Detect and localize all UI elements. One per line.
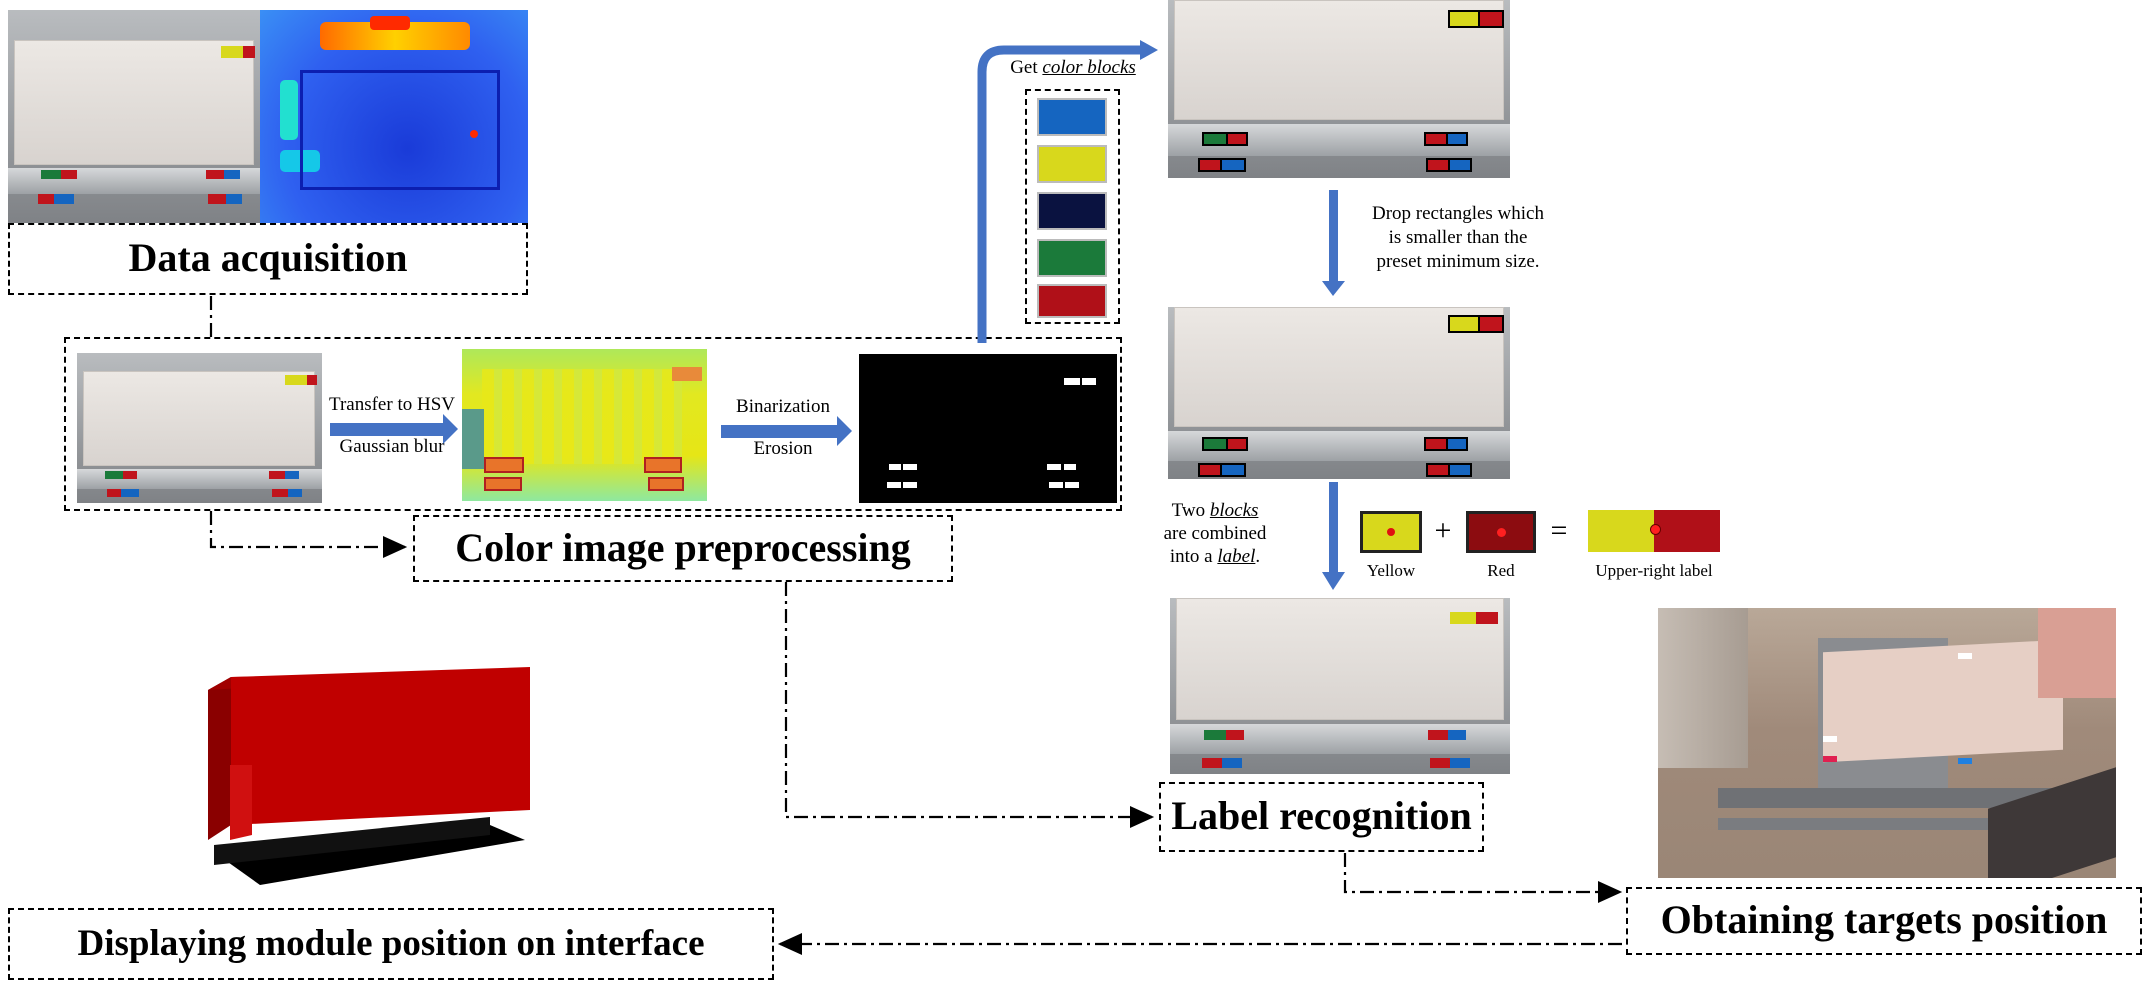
yellow-block xyxy=(1037,145,1107,183)
data-acquisition-box xyxy=(8,223,528,295)
photo-color-blocks-detected xyxy=(1168,0,1510,178)
equals-sign: = xyxy=(1550,514,1568,547)
step-gaussian-blur: Gaussian blur xyxy=(339,436,445,457)
targets-position-box xyxy=(1626,887,2142,955)
connector-stage-to-preproc xyxy=(209,511,408,558)
red-block-sample xyxy=(1466,511,1536,553)
color-preprocessing-box xyxy=(413,515,953,582)
hsv-image xyxy=(462,349,707,501)
photo-filtered-rectangles xyxy=(1168,307,1510,479)
step-erosion: Erosion xyxy=(753,438,813,459)
displaying-box xyxy=(8,908,774,980)
data-acquisition-title: Data acquisition xyxy=(128,235,408,280)
red-caption: Red xyxy=(1487,561,1515,580)
navy-block xyxy=(1037,192,1107,230)
displaying-title: Displaying module position on interface xyxy=(77,923,705,964)
upper-right-label-sample xyxy=(1588,510,1720,552)
color-preprocessing-title: Color image preprocessing xyxy=(455,525,911,570)
step-transfer-hsv: Transfer to HSV xyxy=(329,394,455,415)
blue-arrows xyxy=(330,190,1345,590)
label-recognition-box xyxy=(1159,782,1484,852)
rgb-photo-acquisition xyxy=(8,10,260,223)
step-get-color-blocks: Get color blocks xyxy=(1010,57,1136,78)
result-caption: Upper-right label xyxy=(1595,561,1713,580)
module-3d-model xyxy=(200,665,540,895)
step-drop-rectangles: Drop rectangles which is smaller than th… xyxy=(1372,203,1544,272)
targets-position-title: Obtaining targets position xyxy=(1660,897,2108,942)
yellow-block-sample xyxy=(1360,511,1422,553)
connector-preproc-to-label xyxy=(784,582,1155,828)
photo-targets-scene xyxy=(1658,608,2116,878)
red-block xyxy=(1037,284,1107,318)
binary-image xyxy=(859,354,1117,503)
plus-sign: + xyxy=(1434,514,1452,547)
yellow-caption: Yellow xyxy=(1366,561,1416,580)
step-binarization: Binarization xyxy=(736,396,830,417)
green-block xyxy=(1037,239,1107,277)
label-recognition-title: Label recognition xyxy=(1171,793,1472,838)
preprocessing-stage-box xyxy=(64,337,1122,511)
step-two-blocks-combined: Two blocks are combined into a label. xyxy=(1163,500,1267,567)
depth-image xyxy=(260,10,528,223)
color-blocks-box xyxy=(1025,89,1120,324)
photo-label-recognized xyxy=(1170,598,1510,774)
arrow-to-color-blocks xyxy=(977,45,1142,343)
connector-label-to-targets xyxy=(1343,853,1623,903)
rgb-photo-preprocess xyxy=(77,353,322,503)
blue-block xyxy=(1037,98,1107,136)
